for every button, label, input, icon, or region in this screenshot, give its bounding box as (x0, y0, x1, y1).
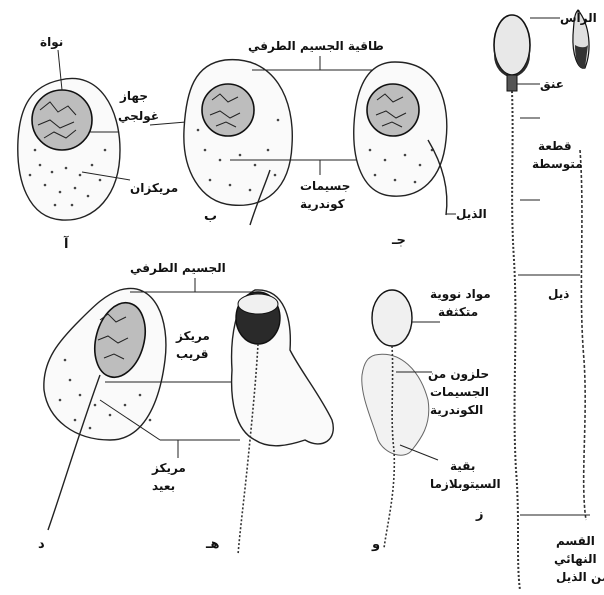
label-neck: عنق (540, 77, 564, 91)
label-distal-centriole-line-1: مريكز (151, 461, 186, 475)
label-cytoplasm-remnant: بقية السيتوبلازما (430, 459, 501, 492)
label-proximal-centriole-line-1: مريكز (175, 329, 210, 343)
label-condensed-nuclear-line-1: مواد نووية (430, 287, 491, 302)
stage-letter-a: آ (63, 235, 69, 252)
label-proximal-centriole: مريكز قريب (175, 329, 210, 361)
label-golgi-line-1: جهاز (119, 89, 148, 103)
label-tail: الذيل (456, 207, 487, 221)
label-acrosome: الجسيم الطرفي (130, 261, 226, 275)
label-condensed-nuclear: مواد نووية متكثفة (430, 287, 491, 319)
stage-a-cell (18, 78, 120, 220)
label-distal-centriole-line-2: بعيد (152, 479, 175, 493)
label-mito-spiral: حلزون من الجسيمات الكوندرية (428, 367, 489, 418)
stage-c-cell (354, 62, 447, 215)
stage-letter-g: ز (475, 507, 483, 522)
label-tail2: ذيل (548, 287, 569, 301)
label-mito-spiral-line-2: الجسيمات (430, 385, 489, 399)
label-proximal-centriole-line-2: قريب (176, 347, 209, 361)
label-distal-centriole: مريكز بعيد (151, 461, 186, 493)
stage-letter-c: جـ (391, 233, 406, 248)
stage-letter-b: ب (204, 209, 217, 224)
label-end-piece-line-1: القسم (556, 534, 595, 548)
label-mitochondria-line-2: كوندرية (300, 197, 345, 212)
label-mitochondria-line-1: جسيمات (300, 179, 350, 193)
stage-letter-f: و (371, 537, 380, 552)
label-condensed-nuclear-line-2: متكثفة (438, 305, 478, 319)
label-end-piece-line-3: من الذيل (556, 570, 604, 584)
stage-b-cell (184, 60, 292, 225)
label-head: الرأس (560, 10, 597, 25)
label-cytoplasm-remnant-line-2: السيتوبلازما (430, 477, 501, 492)
stage-d-cell (44, 288, 166, 530)
label-golgi: جهاز غولجي (118, 89, 159, 124)
label-middle-piece: قطعة متوسطة (532, 139, 583, 172)
label-middle-piece-line-2: متوسطة (532, 157, 583, 172)
stage-e-cell (232, 290, 334, 555)
label-cytoplasm-remnant-line-1: بقية (450, 459, 475, 473)
label-acrosome-cap: طاقية الجسيم الطرفي (248, 39, 384, 53)
label-middle-piece-line-1: قطعة (538, 139, 572, 153)
stage-letter-e: هـ (205, 537, 219, 552)
label-nucleus: نواة (40, 35, 63, 50)
label-mitochondria: جسيمات كوندرية (300, 179, 350, 212)
mature-sperm (494, 10, 589, 590)
stage-letter-d: د (38, 537, 45, 552)
label-centrioles: مريكزان (130, 181, 178, 195)
label-end-piece-line-2: النهائي (554, 552, 597, 566)
label-mito-spiral-line-3: الكوندرية (430, 403, 483, 418)
stage-f-cell (362, 290, 429, 548)
label-mito-spiral-line-1: حلزون من (428, 367, 489, 382)
label-end-piece: القسم النهائي من الذيل (554, 534, 604, 584)
label-golgi-line-2: غولجي (118, 109, 159, 124)
